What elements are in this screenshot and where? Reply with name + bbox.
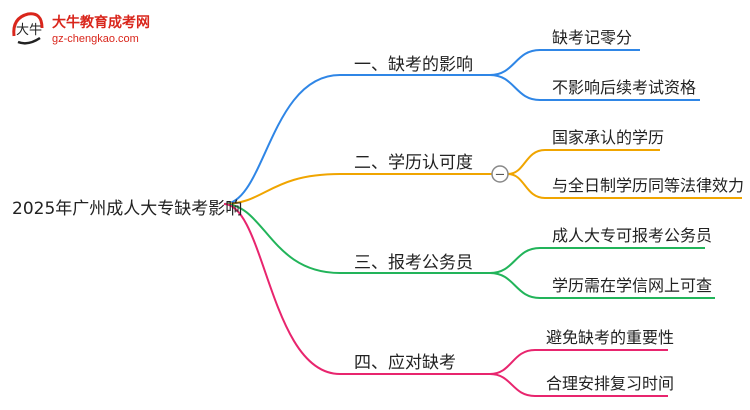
leaf-topic-1-1: 缺考记零分 (552, 28, 633, 47)
leaf-topic-3-2: 学历需在学信网上可查 (552, 276, 713, 295)
connector-leaf-2-2 (507, 173, 742, 199)
connector-leaf-4-1 (489, 349, 668, 375)
logo-mark-icon: 大牛 (12, 12, 44, 45)
root-topic: 2025年广州成人大专缺考影响 (12, 199, 243, 219)
connector-branch-4 (223, 203, 490, 375)
connector-leaf-3-2 (489, 272, 715, 299)
branch-topic-2: 二、学历认可度 (354, 153, 473, 173)
leaf-topic-4-2: 合理安排复习时间 (546, 374, 675, 393)
leaf-topic-4-1: 避免缺考的重要性 (546, 328, 675, 347)
leaf-topic-3-1: 成人大专可报考公务员 (552, 226, 713, 245)
connector-leaf-4-2 (489, 373, 668, 397)
logo-title: 大牛教育成考网 (52, 15, 150, 31)
connector-leaf-1-1 (489, 49, 640, 76)
connector-branch-2 (223, 173, 492, 205)
collapse-toggle-button[interactable]: − (491, 165, 509, 183)
branch-topic-3: 三、报考公务员 (354, 253, 473, 273)
branch-topic-1: 一、缺考的影响 (354, 55, 473, 75)
connector-leaf-3-1 (489, 247, 705, 274)
connector-branch-3 (223, 203, 490, 274)
connector-leaf-1-2 (489, 74, 700, 101)
leaf-topic-2-1: 国家承认的学历 (552, 128, 665, 147)
leaf-topic-1-2: 不影响后续考试资格 (552, 78, 697, 97)
leaf-topic-2-2: 与全日制学历同等法律效力 (552, 176, 745, 195)
site-logo: 大牛 大牛教育成考网 gz-chengkao.com (8, 6, 168, 56)
logo-mark-text: 大牛 (16, 23, 42, 38)
collapse-toggle-symbol: − (495, 168, 506, 183)
connector-branch-1 (223, 74, 490, 205)
connector-leaf-2-1 (507, 149, 660, 175)
logo-url: gz-chengkao.com (52, 33, 139, 45)
branch-topic-4: 四、应对缺考 (354, 353, 456, 373)
